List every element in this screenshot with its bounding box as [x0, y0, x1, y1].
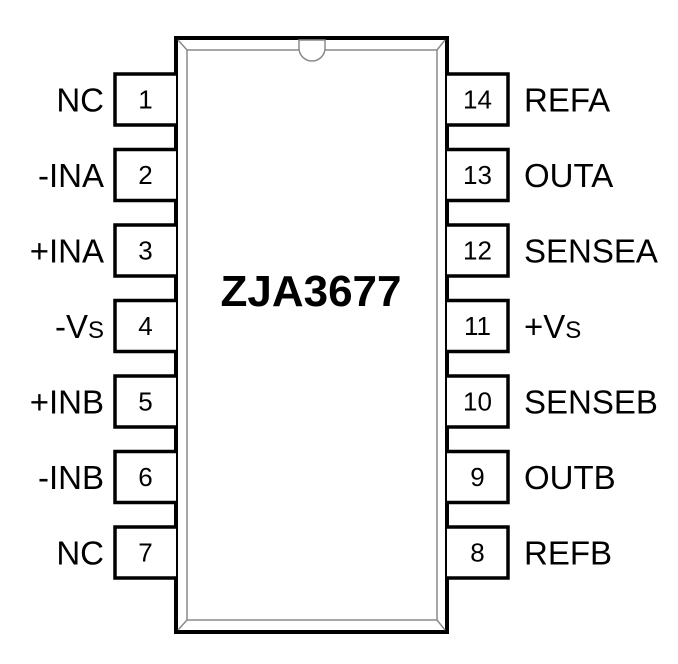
pin-box: [113, 223, 176, 278]
pin-label: +VS: [524, 308, 581, 345]
pin-number: 2: [138, 160, 152, 190]
pin-label: OUTB: [524, 459, 616, 496]
pin-1: 1 NC: [56, 72, 176, 127]
pin-12: 12 SENSEA: [447, 223, 658, 278]
pin-label-text: -INA: [38, 157, 104, 194]
pin-label-text: SENSEB: [524, 384, 658, 421]
pin-box: [113, 525, 176, 580]
pin-number: 3: [138, 236, 152, 266]
pin-label-text: +INA: [30, 233, 104, 270]
pin-label: +INA: [30, 233, 104, 270]
pin-number: 12: [463, 236, 492, 266]
pin-label-text: +INB: [30, 384, 104, 421]
pin-label: -VS: [55, 308, 104, 345]
pin-box: [113, 374, 176, 429]
chip-body: ZJA3677: [174, 36, 449, 634]
pin-box: [447, 147, 510, 203]
pin-label-text: NC: [56, 535, 104, 572]
pin-box: [113, 72, 176, 127]
pin-box: [113, 298, 176, 354]
pin-5: 5 +INB: [30, 374, 176, 429]
pin-box: [447, 374, 510, 429]
pin-label-text: OUTB: [524, 459, 616, 496]
pin-box: [447, 223, 510, 278]
pin-number: 9: [470, 462, 484, 492]
pin-label: OUTA: [524, 157, 613, 194]
pin-label-text: -INB: [38, 459, 104, 496]
pin-box: [113, 449, 176, 505]
bevel-corner-tr: [436, 39, 446, 51]
pin-number: 7: [138, 538, 152, 568]
pin-number: 5: [138, 387, 152, 417]
pin-14: 14 REFA: [447, 72, 610, 127]
pin-6: 6 -INB: [38, 449, 176, 505]
pin-label: REFA: [524, 82, 610, 119]
pin-label: REFB: [524, 535, 612, 572]
pin-number: 1: [138, 85, 152, 115]
pin-number: 4: [138, 311, 152, 341]
pin-label: SENSEA: [524, 233, 658, 270]
pin-box: [113, 147, 176, 203]
pin-4: 4 -VS: [55, 298, 176, 354]
pin-number: 6: [138, 462, 152, 492]
pin-box: [447, 525, 510, 580]
bevel-corner-tl: [177, 39, 188, 51]
pin-label-text: -V: [55, 308, 88, 345]
pin-label: NC: [56, 535, 104, 572]
bevel-corner-bl: [177, 619, 188, 631]
pin-13: 13 OUTA: [447, 147, 613, 203]
pin-11: 11 +VS: [447, 298, 581, 354]
chip-outline: [174, 36, 449, 634]
pin-label-text: REFA: [524, 82, 610, 119]
pin-label: +INB: [30, 384, 104, 421]
pin-8: 8 REFB: [447, 525, 612, 580]
pin-box: [447, 298, 510, 354]
pin-label: SENSEB: [524, 384, 658, 421]
pin-label: -INA: [38, 157, 104, 194]
pin-10: 10 SENSEB: [447, 374, 658, 429]
pin-7: 7 NC: [56, 525, 176, 580]
pin-box: [447, 449, 510, 505]
bevel-corner-br: [436, 619, 446, 631]
pin-number: 10: [463, 387, 492, 417]
pin-label: NC: [56, 82, 104, 119]
pin-label-text: SENSEA: [524, 233, 658, 270]
pin-label-subscript: S: [565, 317, 581, 344]
pin-label-text: REFB: [524, 535, 612, 572]
pin-label-text: NC: [56, 82, 104, 119]
pin-label-subscript: S: [88, 317, 104, 344]
pin-number: 14: [463, 85, 492, 115]
pin-number: 13: [463, 160, 492, 190]
pin1-notch: [298, 39, 326, 62]
pin-label-text: OUTA: [524, 157, 613, 194]
pin-2: 2 -INA: [38, 147, 176, 203]
pin-box: [447, 72, 510, 127]
pin-number: 11: [464, 311, 491, 341]
chip-part-number: ZJA3677: [220, 267, 401, 316]
pin-number: 8: [470, 538, 484, 568]
pin-3: 3 +INA: [30, 223, 176, 278]
pins-right: 14 REFA 13 OUTA 12 SENSEA 11 +VS 10 SENSEB 9 OUTB 8 R…: [447, 72, 658, 580]
pin-9: 9 OUTB: [447, 449, 616, 505]
pin-label-text: +V: [524, 308, 565, 345]
pin-label: -INB: [38, 459, 104, 496]
